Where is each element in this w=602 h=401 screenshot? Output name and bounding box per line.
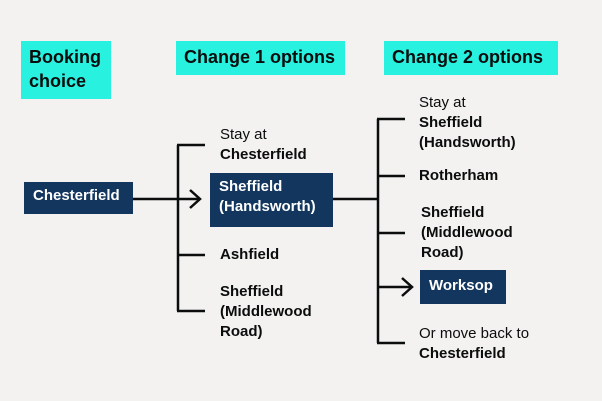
change2-option-rotherham: Rotherham	[419, 167, 499, 184]
header-booking-choice: Booking choice	[21, 41, 111, 99]
change2-option-middlewood: Sheffield (Middlewood Road)	[421, 204, 513, 261]
change2-stay-option: Stay at Sheffield (Handsworth)	[419, 93, 529, 153]
change1-option-ashfield: Ashfield	[220, 246, 280, 263]
booking-choice-box: Chesterfield	[24, 182, 133, 214]
change1-stay-prefix: Stay at	[220, 126, 267, 143]
change2-stay-name: Sheffield (Handsworth)	[419, 114, 516, 151]
header-change-1-options: Change 1 options	[176, 41, 345, 75]
header-change-2-options: Change 2 options	[384, 41, 558, 75]
change2-move-back-option: Or move back to Chesterfield	[419, 324, 579, 364]
change2-back-name: Chesterfield	[419, 345, 506, 362]
change1-selected-box: Sheffield (Handsworth)	[210, 173, 333, 227]
change2-stay-prefix: Stay at	[419, 94, 466, 111]
change2-back-prefix: Or move back to	[419, 325, 530, 342]
change2-selected-box: Worksop	[420, 270, 506, 304]
change1-stay-option: Stay at Chesterfield	[220, 125, 340, 165]
change1-stay-name: Chesterfield	[220, 146, 307, 163]
change1-option-middlewood: Sheffield (Middlewood Road)	[220, 283, 312, 340]
